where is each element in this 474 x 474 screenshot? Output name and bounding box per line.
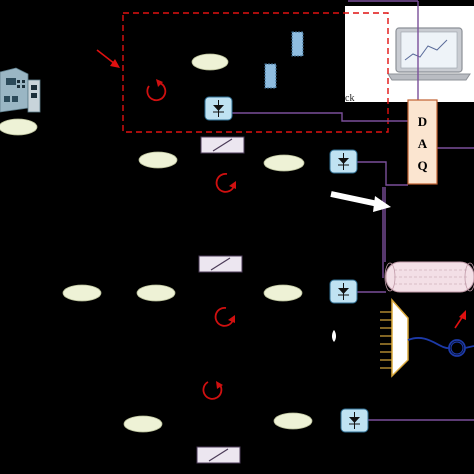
lens <box>138 151 178 169</box>
droplet-icon <box>331 330 337 342</box>
photodetector-icon <box>329 149 358 174</box>
rotation-arrow-icon <box>214 307 235 327</box>
lens <box>136 284 176 302</box>
lens <box>191 53 229 71</box>
rotation-arrow-icon <box>146 79 167 102</box>
red-pointer-arrow <box>454 310 466 329</box>
lens <box>263 154 305 172</box>
daq-letter-q: Q <box>417 158 427 173</box>
beam-splitter-icon <box>198 255 243 273</box>
white-arrow-icon <box>330 191 391 212</box>
grating-spectrometer-icon <box>380 298 409 378</box>
lens <box>123 415 163 433</box>
beam-splitter-icon <box>196 446 241 464</box>
rotation-arrow-icon <box>202 381 223 400</box>
beam-splitters <box>196 136 245 464</box>
lens <box>62 284 102 302</box>
lens <box>0 118 38 136</box>
optical-fiber-icon <box>384 261 474 293</box>
daq-letter-d: D <box>418 114 427 129</box>
laptop-icon <box>387 27 471 81</box>
rotation-arrows <box>146 79 236 400</box>
lens <box>273 412 313 430</box>
lens <box>263 284 303 302</box>
beam-splitter-icon <box>200 136 245 154</box>
fiber-coil-icon <box>407 337 474 357</box>
dashed-region <box>122 12 389 133</box>
photodetector-icon <box>329 279 358 304</box>
lenses <box>0 53 313 433</box>
photodetector-icon <box>204 96 233 121</box>
laptop-partial-text: ck <box>345 93 354 104</box>
daq-letter-a: A <box>418 136 428 151</box>
photodetectors <box>204 96 369 433</box>
filter-plates <box>264 31 304 89</box>
control-panel-icon <box>0 67 41 113</box>
red-pointer-arrow <box>96 49 120 68</box>
daq-box: D A Q <box>407 99 438 185</box>
rotation-arrow-icon <box>215 173 236 193</box>
photodetector-icon <box>340 408 369 433</box>
